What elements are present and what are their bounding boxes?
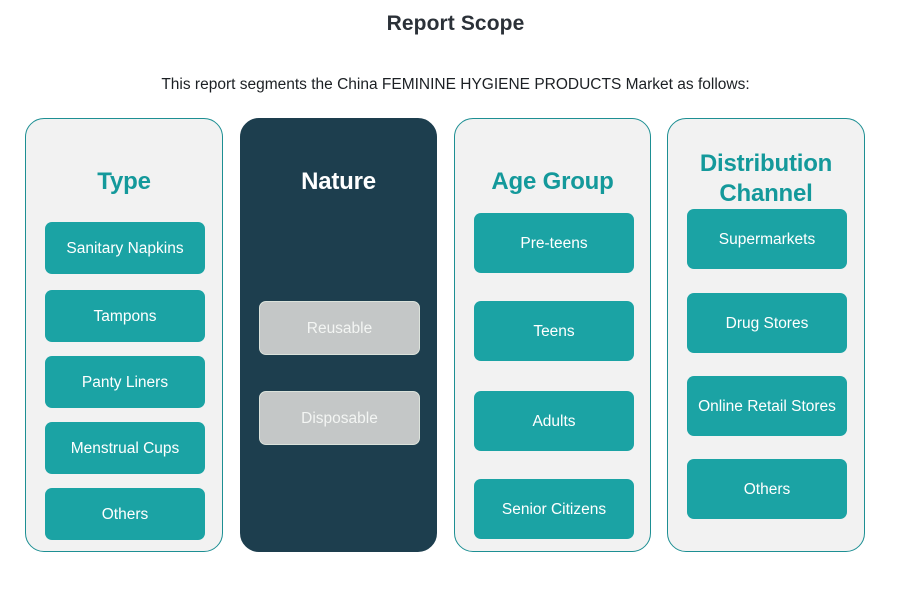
segment-card-title-distribution-channel: Distribution Channel <box>699 150 833 207</box>
segment-chip[interactable]: Disposable <box>259 391 420 445</box>
segment-chip[interactable]: Supermarkets <box>687 209 847 269</box>
segment-chip[interactable]: Drug Stores <box>687 293 847 353</box>
segment-card-title-nature: Nature <box>301 168 376 195</box>
segment-cards-row: Type Sanitary Napkins Tampons Panty Line… <box>0 118 911 554</box>
page-title: Report Scope <box>386 12 525 35</box>
segment-chip[interactable]: Panty Liners <box>45 356 205 408</box>
segment-card-title-type: Type <box>97 168 151 195</box>
segment-chip[interactable]: Others <box>687 459 847 519</box>
segment-chip[interactable]: Adults <box>474 391 634 451</box>
segment-chip[interactable]: Senior Citizens <box>474 479 634 539</box>
segment-chip-list-nature: Reusable Disposable <box>241 279 436 519</box>
segment-chip-list-distribution-channel: Supermarkets Drug Stores Online Retail S… <box>668 209 864 549</box>
segment-chip[interactable]: Tampons <box>45 290 205 342</box>
segment-card-nature[interactable]: Nature Reusable Disposable <box>240 118 437 552</box>
segment-chip-list-age-group: Pre-teens Teens Adults Senior Citizens <box>455 213 650 543</box>
segment-chip[interactable]: Pre-teens <box>474 213 634 273</box>
page-subtitle: This report segments the China FEMININE … <box>161 76 750 93</box>
segment-card-title-age-group: Age Group <box>491 168 614 195</box>
segment-chip[interactable]: Reusable <box>259 301 420 355</box>
segment-card-age-group[interactable]: Age Group Pre-teens Teens Adults Senior … <box>454 118 651 552</box>
segment-chip[interactable]: Sanitary Napkins <box>45 222 205 274</box>
segment-card-type[interactable]: Type Sanitary Napkins Tampons Panty Line… <box>25 118 223 552</box>
segment-chip[interactable]: Online Retail Stores <box>687 376 847 436</box>
segment-chip[interactable]: Teens <box>474 301 634 361</box>
segment-chip[interactable]: Menstrual Cups <box>45 422 205 474</box>
segment-chip-list-type: Sanitary Napkins Tampons Panty Liners Me… <box>26 222 222 542</box>
segment-chip[interactable]: Others <box>45 488 205 540</box>
segment-card-distribution-channel[interactable]: Distribution Channel Supermarkets Drug S… <box>667 118 865 552</box>
